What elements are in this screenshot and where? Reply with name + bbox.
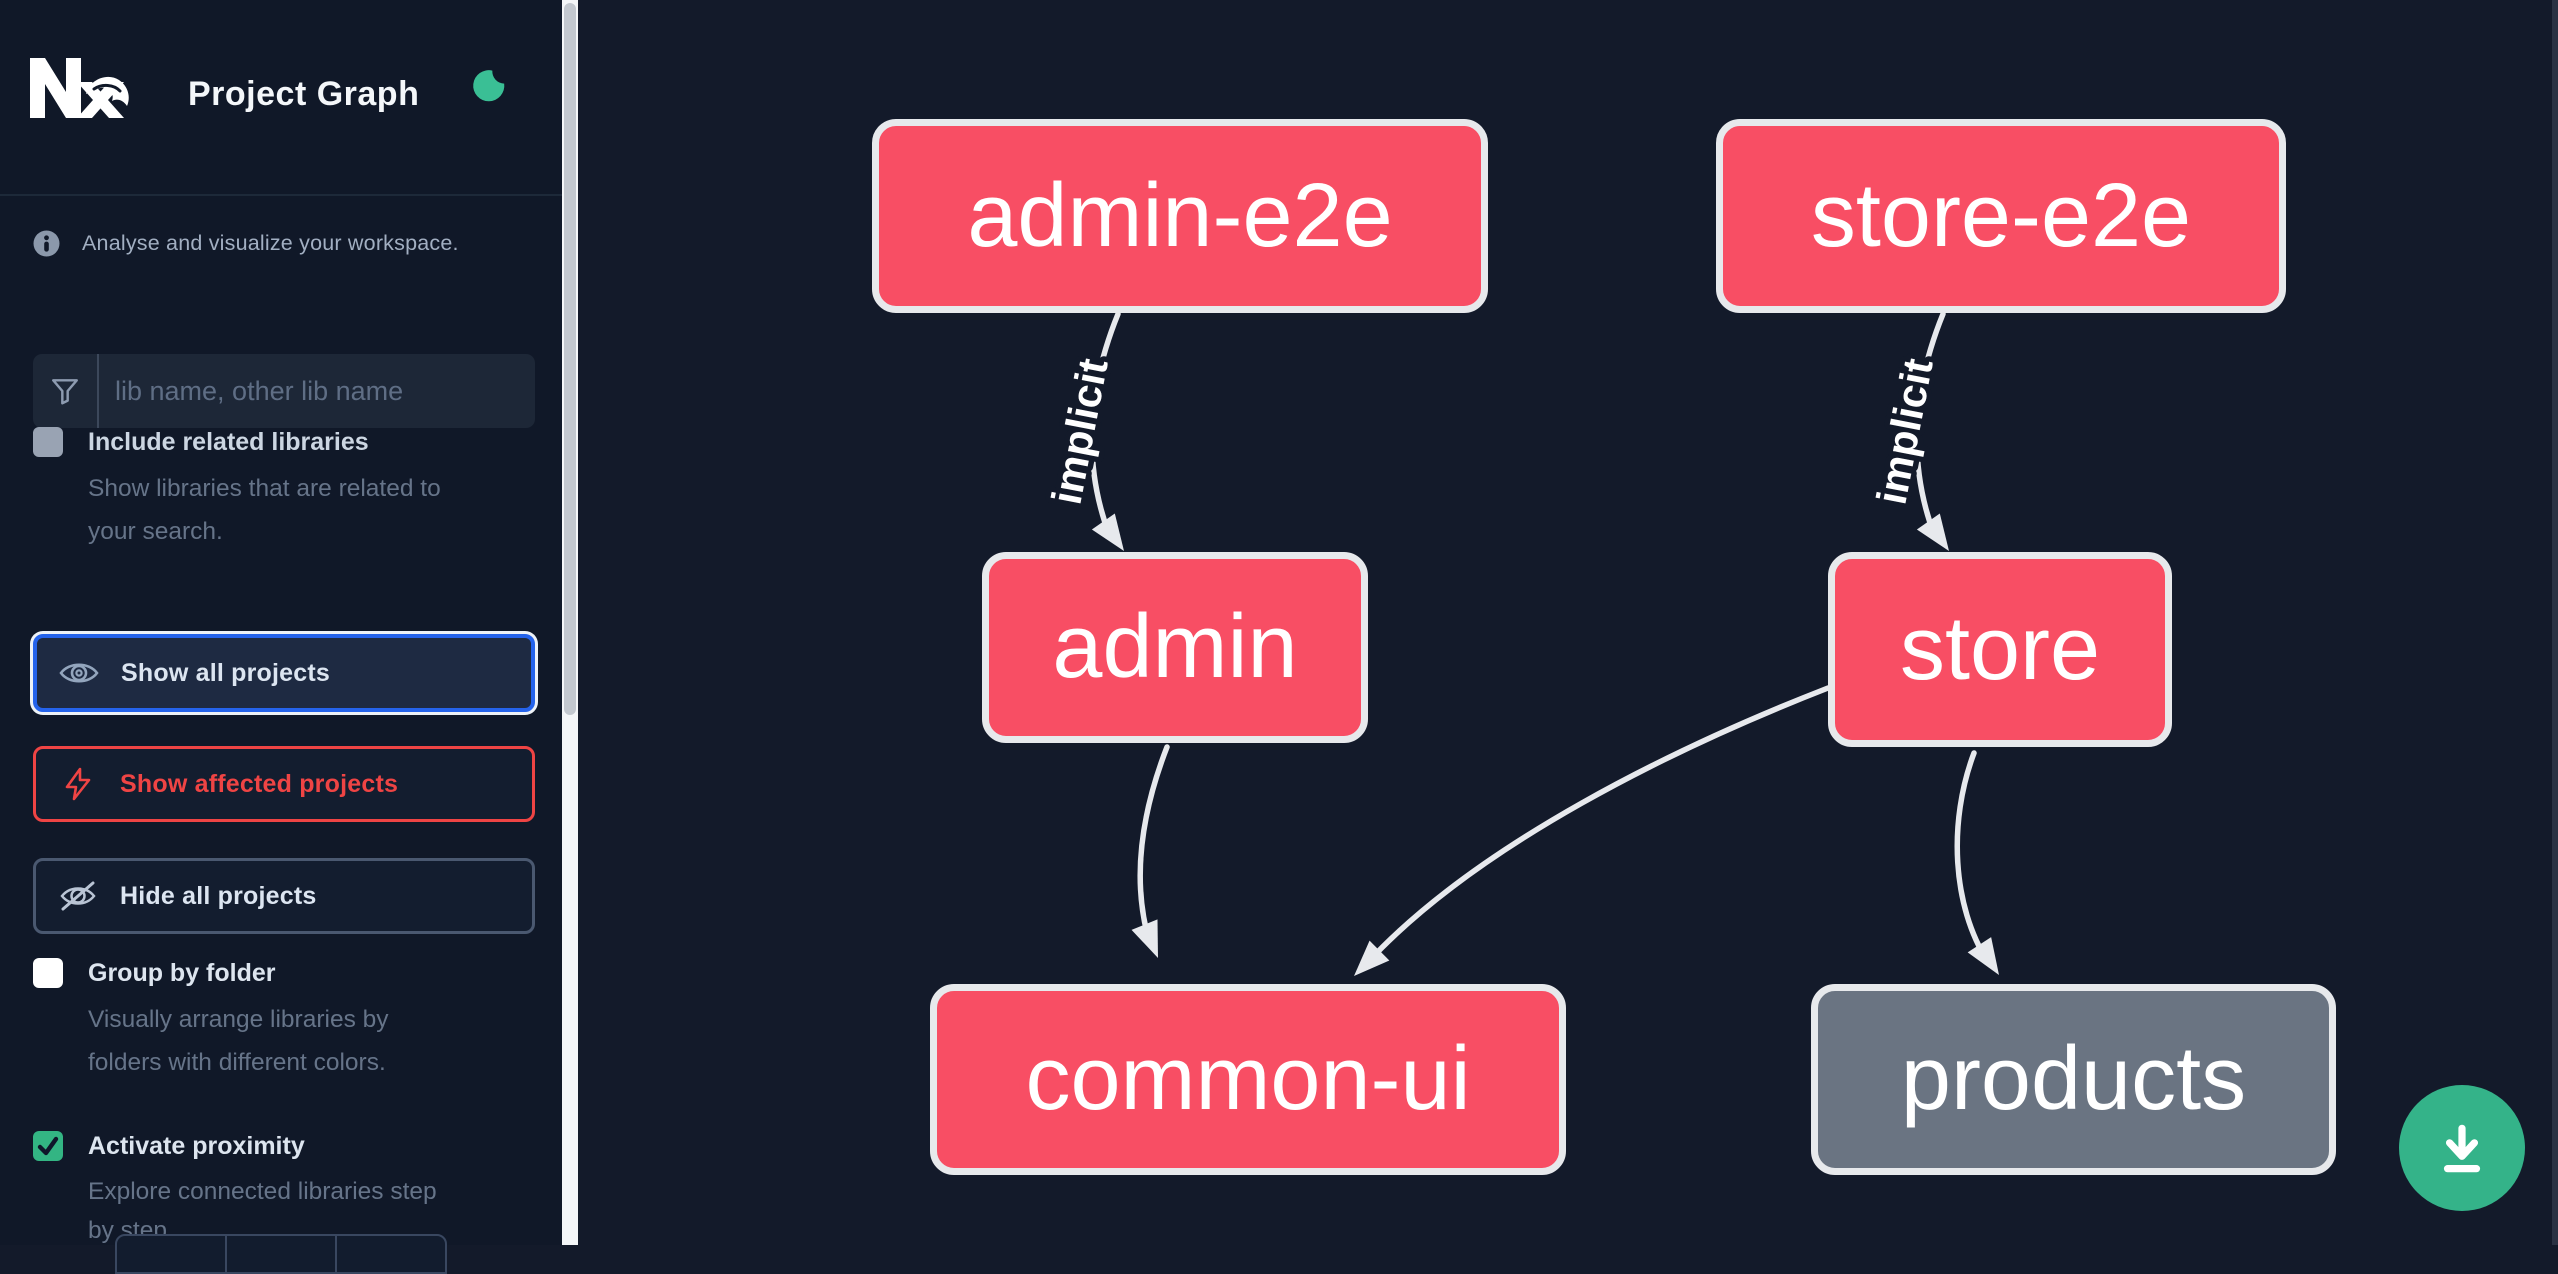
option-include-related: Include related libraries Show libraries… (33, 425, 538, 554)
option-label: Group by folder (88, 959, 276, 987)
workspace-tagline: Analyse and visualize your workspace. (82, 231, 459, 255)
sidebar: Project Graph Analyse and visualize your… (0, 0, 562, 1274)
checkmark-icon (37, 1136, 59, 1156)
eye-icon (37, 658, 121, 688)
arrowhead-icon (1916, 513, 1949, 551)
option-description: Visually arrange libraries by (88, 1006, 389, 1033)
arrowhead-icon (1354, 940, 1390, 976)
option-group-by-folder: Group by folder Visually arrange librari… (33, 956, 538, 1085)
button-label: Show affected projects (120, 769, 399, 798)
include-related-checkbox[interactable] (33, 427, 63, 457)
node-admin[interactable]: admin (982, 552, 1368, 743)
edge-label-implicit: implicit (1868, 355, 1942, 508)
info-icon (33, 230, 60, 257)
eye-off-icon (36, 879, 120, 913)
button-label: Show all projects (121, 658, 331, 687)
option-label: Activate proximity (88, 1132, 305, 1160)
node-label: products (1900, 1029, 2247, 1129)
segmented-option[interactable] (117, 1236, 225, 1272)
canvas-scrollbar-track[interactable] (2552, 0, 2558, 1245)
filter-icon-cell (33, 354, 99, 428)
page-title: Project Graph (188, 75, 420, 113)
node-label: common-ui (1025, 1029, 1471, 1129)
download-icon (2443, 1124, 2481, 1173)
arrowhead-icon (1091, 513, 1124, 551)
show-all-projects-button[interactable]: Show all projects (33, 634, 535, 712)
show-affected-projects-button[interactable]: Show affected projects (33, 746, 535, 822)
arrowhead-icon (1131, 919, 1158, 958)
nx-logo[interactable] (28, 58, 130, 123)
node-label: store-e2e (1810, 165, 2192, 266)
option-description: Explore connected libraries step (88, 1178, 437, 1205)
workspace-tagline-row: Analyse and visualize your workspace. (33, 230, 459, 257)
funnel-icon (52, 379, 78, 405)
option-description: folders with different colors. (88, 1049, 386, 1076)
node-store-e2e[interactable]: store-e2e (1716, 119, 2286, 313)
arrowhead-icon (1967, 937, 1999, 975)
option-label: Include related libraries (88, 428, 369, 456)
sidebar-scrollbar-track[interactable] (562, 0, 578, 1245)
segmented-option[interactable] (225, 1236, 335, 1272)
moon-icon (473, 70, 505, 102)
sidebar-scrollbar-thumb[interactable] (564, 3, 576, 715)
hide-all-projects-button[interactable]: Hide all projects (33, 858, 535, 934)
node-label: admin (1052, 597, 1298, 697)
activate-proximity-checkbox[interactable] (33, 1131, 63, 1161)
theme-toggle-button[interactable] (468, 66, 508, 106)
edge-store-e2e-store (1914, 311, 1946, 540)
segmented-option[interactable] (335, 1236, 445, 1272)
edge-store-common-ui (1365, 685, 1831, 965)
edge-admin-common-ui (1137, 744, 1170, 947)
option-description: Show libraries that are related to (88, 475, 441, 502)
node-common-ui[interactable]: common-ui (930, 984, 1566, 1175)
option-activate-proximity: Activate proximity Explore connected lib… (33, 1129, 538, 1251)
group-by-folder-checkbox[interactable] (33, 958, 63, 988)
edge-label-implicit: implicit (1043, 355, 1117, 508)
option-description: your search. (88, 518, 223, 545)
node-label: admin-e2e (967, 165, 1393, 266)
filter-box (33, 354, 535, 428)
button-label: Hide all projects (120, 881, 317, 910)
zoom-segmented-control[interactable] (115, 1234, 447, 1274)
graph-edges-layer: implicit implicit (1042, 311, 1999, 976)
node-admin-e2e[interactable]: admin-e2e (872, 119, 1488, 313)
bolt-icon (36, 766, 120, 802)
node-label: store (1899, 599, 2101, 699)
filter-input[interactable] (99, 356, 535, 426)
edge-store-products (1954, 750, 1991, 965)
download-image-button[interactable] (2399, 1085, 2525, 1211)
edge-admin-e2e-admin (1089, 311, 1121, 540)
sidebar-header: Project Graph (0, 0, 562, 196)
node-store[interactable]: store (1828, 552, 2172, 747)
node-products[interactable]: products (1811, 984, 2336, 1175)
